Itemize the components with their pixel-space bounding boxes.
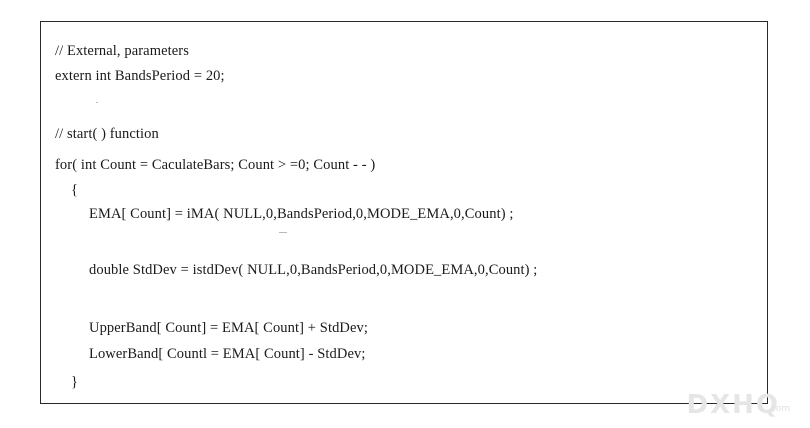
code-line-close-brace: } [71,374,79,390]
code-line-lowerband-assignment: LowerBand[ Countl = EMA[ Count] - StdDev… [89,346,366,362]
code-line-stddev-assignment: double StdDev = istdDev( NULL,0,BandsPer… [89,262,538,278]
scan-speck [279,232,287,233]
code-listing-box: // External, parameters extern int Bands… [40,21,768,404]
code-line-ema-assignment: EMA[ Count] = iMA( NULL,0,BandsPeriod,0,… [89,206,514,222]
code-line-comment-start: // start( ) function [55,126,159,142]
code-line-extern-declaration: extern int BandsPeriod = 20; [55,68,225,84]
watermark-suffix: .com [767,404,790,414]
code-line-comment-external: // External, parameters [55,43,189,59]
code-line-for-loop: for( int Count = CaculateBars; Count > =… [55,157,376,173]
code-line-open-brace: { [71,182,79,198]
watermark-logo: DXHQ [686,390,780,420]
code-line-upperband-assignment: UpperBand[ Count] = EMA[ Count] + StdDev… [89,320,369,336]
scan-speck [96,102,98,103]
